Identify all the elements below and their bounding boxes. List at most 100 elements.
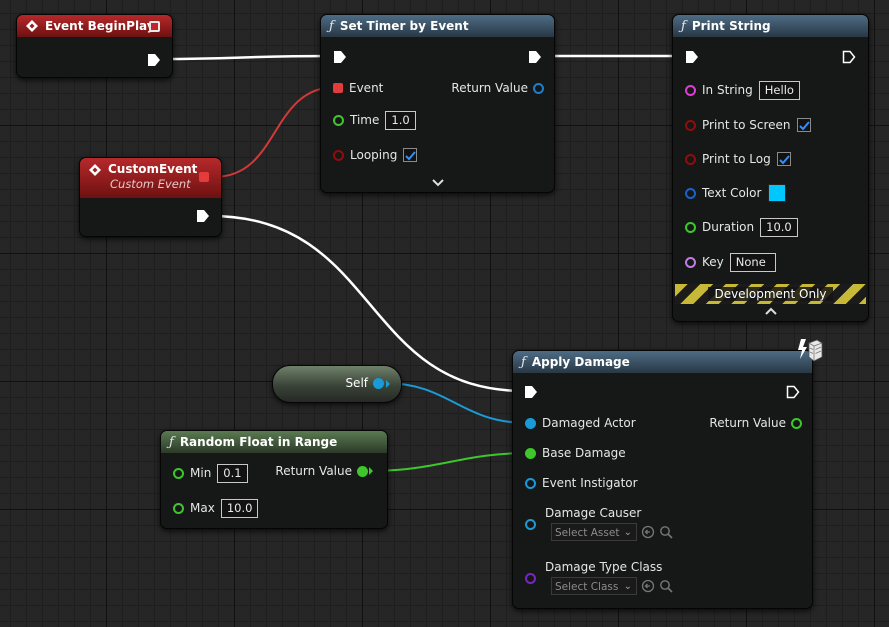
return-value-label: Return Value: [709, 416, 786, 430]
node-title: Event BeginPlay: [45, 19, 155, 33]
exec-output-pin[interactable]: [842, 50, 856, 64]
node-header[interactable]: ƒ Apply Damage: [513, 351, 812, 373]
min-pin[interactable]: [173, 467, 184, 479]
damage-causer-label: Damage Causer: [545, 506, 642, 520]
min-pin-row[interactable]: Min 0.1: [173, 463, 248, 483]
duration-input[interactable]: 10.0: [760, 217, 798, 237]
node-header[interactable]: ƒ Print String: [673, 15, 868, 37]
object-wire-self-to-damagedactor: [383, 382, 529, 424]
print-to-screen-pin[interactable]: [685, 119, 696, 131]
chevron-up-icon[interactable]: [765, 307, 777, 315]
print-to-log-checkbox[interactable]: [776, 152, 791, 166]
looping-pin[interactable]: [333, 149, 344, 161]
in-string-row[interactable]: In String Hello: [685, 80, 800, 100]
damaged-actor-pin[interactable]: [525, 417, 536, 429]
duration-pin[interactable]: [685, 221, 696, 233]
damage-causer-row[interactable]: [525, 514, 542, 534]
self-reference-node[interactable]: Self: [272, 365, 402, 403]
looping-pin-row[interactable]: Looping: [333, 145, 418, 165]
duration-row[interactable]: Duration 10.0: [685, 217, 798, 237]
damage-type-row[interactable]: [525, 568, 542, 588]
node-title: Print String: [691, 19, 771, 33]
chevron-down-icon[interactable]: [432, 179, 444, 187]
max-pin[interactable]: [173, 502, 184, 514]
in-string-input[interactable]: Hello: [758, 80, 800, 100]
damage-type-controls[interactable]: Select Class ⌄: [551, 576, 673, 596]
search-icon[interactable]: [659, 579, 673, 593]
key-label: Key: [702, 255, 724, 269]
delegate-output-pin[interactable]: [149, 21, 160, 32]
key-row[interactable]: Key None: [685, 252, 776, 272]
browse-arrow-icon[interactable]: [641, 525, 655, 539]
return-value-pin[interactable]: [357, 465, 368, 477]
damage-causer-select[interactable]: Select Asset ⌄: [551, 523, 637, 541]
node-header[interactable]: Event BeginPlay: [17, 15, 172, 37]
print-to-log-pin[interactable]: [685, 153, 696, 165]
return-value-pin[interactable]: [791, 417, 802, 429]
node-header[interactable]: CustomEvent Custom Event: [80, 158, 221, 198]
self-output-pin[interactable]: [373, 378, 384, 389]
event-diamond-icon: [26, 20, 38, 32]
looping-checkbox[interactable]: [403, 148, 418, 162]
damage-causer-placeholder: Select Asset: [555, 527, 620, 539]
print-to-screen-checkbox[interactable]: [796, 118, 811, 132]
print-to-screen-row[interactable]: Print to Screen: [685, 115, 811, 135]
min-label: Min: [190, 466, 212, 480]
event-instigator-pin[interactable]: [525, 477, 536, 489]
event-pin-row[interactable]: Event: [333, 78, 383, 98]
print-to-log-row[interactable]: Print to Log: [685, 149, 791, 169]
exec-input-pin[interactable]: [333, 50, 347, 64]
damage-causer-pin[interactable]: [525, 518, 536, 530]
max-pin-row[interactable]: Max 10.0: [173, 498, 259, 518]
time-input[interactable]: 1.0: [385, 110, 416, 130]
node-header[interactable]: ƒ Set Timer by Event: [321, 15, 554, 37]
key-input[interactable]: None: [729, 252, 776, 272]
damaged-actor-row[interactable]: Damaged Actor: [525, 413, 636, 433]
delegate-output-pin[interactable]: [199, 172, 209, 182]
print-string-node[interactable]: ƒ Print String In String Hello Print to …: [672, 14, 869, 322]
custom-event-node[interactable]: CustomEvent Custom Event: [79, 157, 222, 237]
return-value-label: Return Value: [275, 464, 352, 478]
search-icon[interactable]: [659, 525, 673, 539]
set-timer-by-event-node[interactable]: ƒ Set Timer by Event Event Return Value …: [320, 14, 555, 193]
max-label: Max: [190, 501, 215, 515]
return-value-row[interactable]: Return Value: [275, 461, 373, 481]
return-value-row[interactable]: Return Value: [451, 78, 544, 98]
apply-damage-node[interactable]: ƒ Apply Damage Damaged Actor Return Valu…: [512, 339, 823, 609]
return-value-row[interactable]: Return Value: [709, 413, 802, 433]
exec-output-pin[interactable]: [147, 53, 161, 67]
time-pin-row[interactable]: Time 1.0: [333, 110, 416, 130]
key-pin[interactable]: [685, 256, 696, 268]
development-only-label: Development Only: [708, 287, 833, 301]
time-pin[interactable]: [333, 114, 344, 126]
return-value-pin[interactable]: [533, 82, 544, 94]
browse-arrow-icon[interactable]: [641, 579, 655, 593]
damage-type-pin[interactable]: [525, 572, 536, 584]
damage-type-select[interactable]: Select Class ⌄: [551, 577, 637, 595]
node-title: Random Float in Range: [179, 435, 338, 449]
damage-type-label-row: Damage Type Class: [545, 557, 662, 577]
exec-output-pin[interactable]: [786, 385, 800, 399]
text-color-swatch[interactable]: [768, 184, 787, 202]
node-header[interactable]: ƒ Random Float in Range: [161, 431, 387, 453]
damage-causer-controls[interactable]: Select Asset ⌄: [551, 522, 673, 542]
event-beginplay-node[interactable]: Event BeginPlay: [16, 14, 173, 78]
min-input[interactable]: 0.1: [217, 463, 248, 483]
max-input[interactable]: 10.0: [220, 498, 259, 518]
event-instigator-row[interactable]: Event Instigator: [525, 473, 638, 493]
return-value-label: Return Value: [451, 81, 528, 95]
text-color-pin[interactable]: [685, 187, 696, 199]
random-float-in-range-node[interactable]: ƒ Random Float in Range Min 0.1 Return V…: [160, 430, 388, 529]
exec-input-pin[interactable]: [524, 385, 538, 399]
base-damage-pin[interactable]: [525, 447, 536, 459]
exec-output-pin[interactable]: [196, 209, 210, 223]
pin-arrow: [386, 380, 390, 388]
event-delegate-pin[interactable]: [333, 83, 343, 93]
node-title: Set Timer by Event: [339, 19, 469, 33]
exec-input-pin[interactable]: [685, 50, 699, 64]
in-string-pin[interactable]: [685, 84, 696, 96]
exec-output-pin[interactable]: [528, 50, 542, 64]
base-damage-row[interactable]: Base Damage: [525, 443, 626, 463]
text-color-row[interactable]: Text Color: [685, 183, 787, 203]
time-label: Time: [350, 113, 380, 127]
